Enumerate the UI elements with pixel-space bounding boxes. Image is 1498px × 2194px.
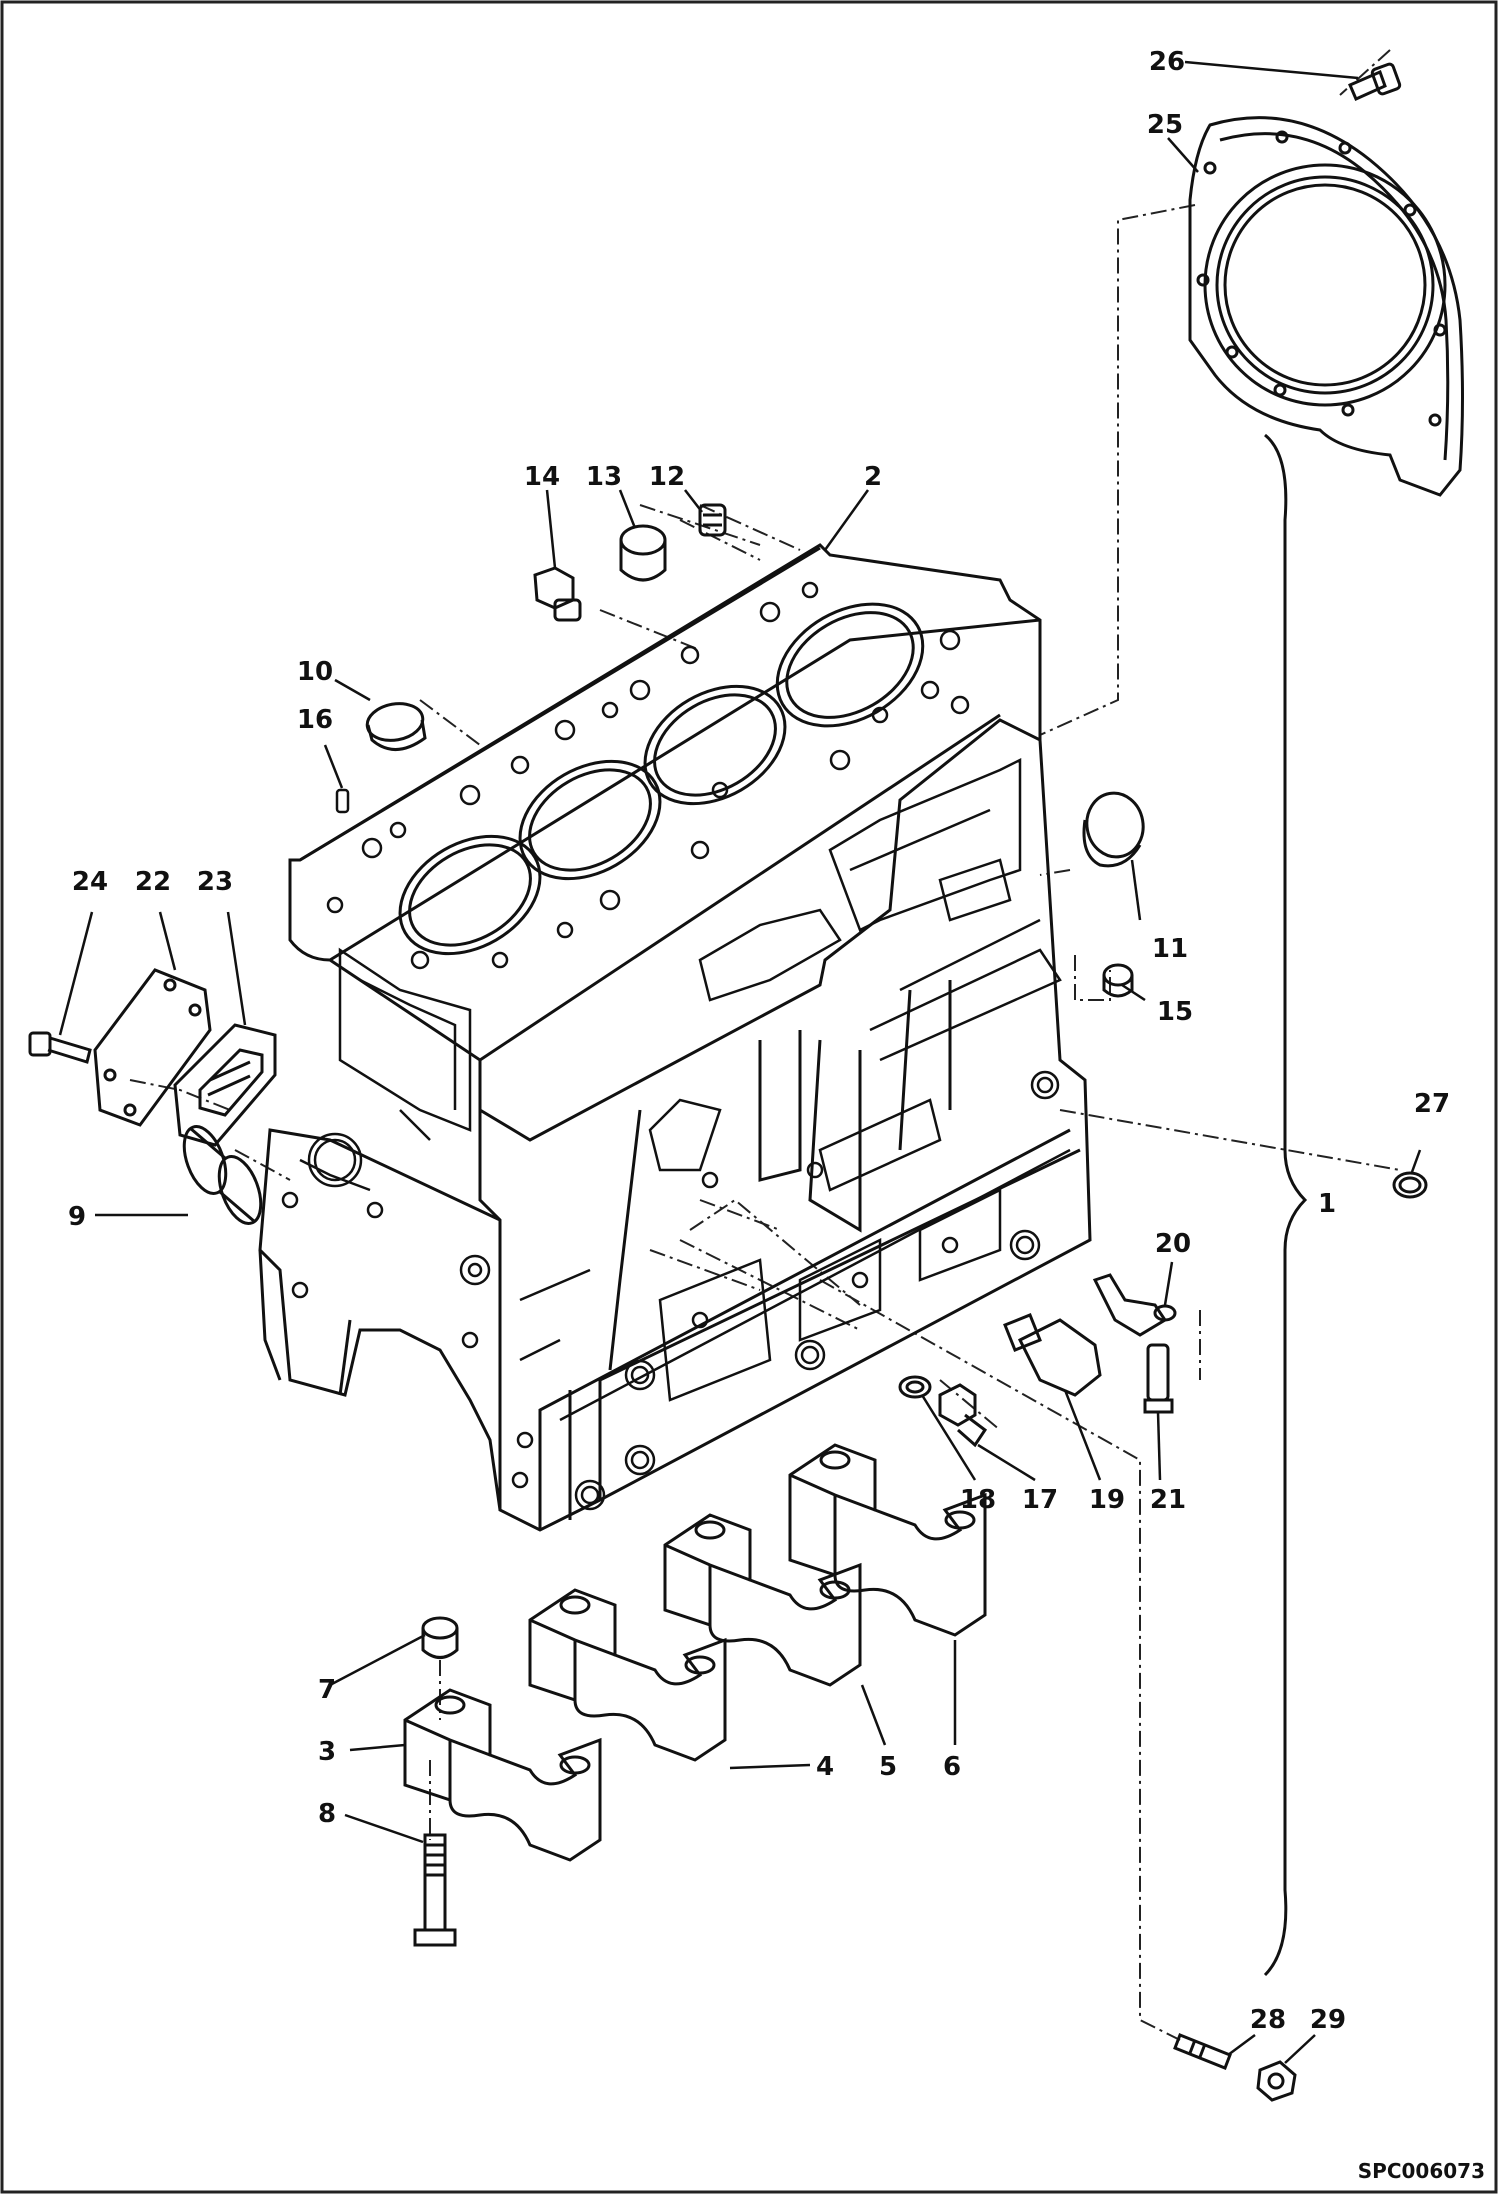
- oil-seal-housing: [1188, 116, 1464, 497]
- bracket-bolt: [1143, 1343, 1174, 1414]
- callout-10: 10: [297, 657, 333, 687]
- camshaft-bushing: [182, 1125, 263, 1225]
- callout-11: 11: [1152, 934, 1188, 964]
- callout-20: 20: [1155, 1229, 1191, 1259]
- callout-18: 18: [960, 1485, 996, 1515]
- bearing-cap-6: [788, 1443, 987, 1637]
- block-side-details: [299, 757, 1071, 1422]
- cylinder-bores: [398, 602, 925, 956]
- callout-13: 13: [586, 462, 622, 492]
- callout-26: 26: [1149, 47, 1185, 77]
- cap-dowel-sleeve: [421, 1616, 459, 1659]
- stud: [1173, 2033, 1232, 2070]
- callout-14: 14: [524, 462, 560, 492]
- callout-3: 3: [318, 1737, 336, 1767]
- cover-bolt: [28, 1031, 92, 1064]
- drain-plug: [938, 1383, 988, 1448]
- plug-12: [698, 503, 727, 537]
- callout-28: 28: [1250, 2005, 1286, 2035]
- housing-bolt: [1348, 62, 1402, 101]
- callout-17: 17: [1022, 1485, 1058, 1515]
- callout-19: 19: [1089, 1485, 1125, 1515]
- callout-15: 15: [1157, 997, 1193, 1027]
- gasket-washer: [898, 1375, 932, 1399]
- callout-22: 22: [135, 867, 171, 897]
- expansion-plug-11: [1082, 791, 1145, 868]
- cover-gasket: [173, 1023, 277, 1147]
- callout-25: 25: [1147, 110, 1183, 140]
- callout-7: 7: [318, 1675, 336, 1705]
- block-side-holes: [281, 1070, 1060, 1511]
- callout-16: 16: [297, 705, 333, 735]
- bearing-cap-4: [528, 1588, 727, 1762]
- bearing-cap-5: [663, 1513, 862, 1687]
- bearing-cap-3: [403, 1688, 602, 1862]
- callout-9: 9: [68, 1202, 86, 1232]
- dowel-pin: [335, 788, 350, 814]
- side-cover-plate: [93, 968, 212, 1127]
- expansion-plug-10: [365, 702, 427, 751]
- plug-13: [619, 524, 667, 582]
- callout-23: 23: [197, 867, 233, 897]
- callout-8: 8: [318, 1799, 336, 1829]
- callout-6: 6: [943, 1752, 961, 1782]
- main-bearing-bolt: [413, 1833, 457, 1947]
- nut: [1256, 2060, 1297, 2102]
- callout-5: 5: [879, 1752, 897, 1782]
- callout-2: 2: [864, 462, 882, 492]
- leader-lines: [58, 60, 1422, 2064]
- callout-21: 21: [1150, 1485, 1186, 1515]
- callout-24: 24: [72, 867, 108, 897]
- document-code: SPC006073: [1358, 2159, 1485, 2183]
- assembly-brace: [1263, 433, 1308, 1977]
- callout-27: 27: [1414, 1089, 1450, 1119]
- callout-4: 4: [816, 1752, 834, 1782]
- o-ring: [1392, 1171, 1428, 1199]
- deck-holes: [326, 581, 970, 970]
- callout-1: 1: [1318, 1189, 1336, 1219]
- callout-29: 29: [1310, 2005, 1346, 2035]
- cylinder-block: [258, 543, 1092, 1532]
- oil-pressure-switch: [1003, 1313, 1102, 1397]
- bracket-clip: [1092, 1273, 1177, 1337]
- callout-12: 12: [649, 462, 685, 492]
